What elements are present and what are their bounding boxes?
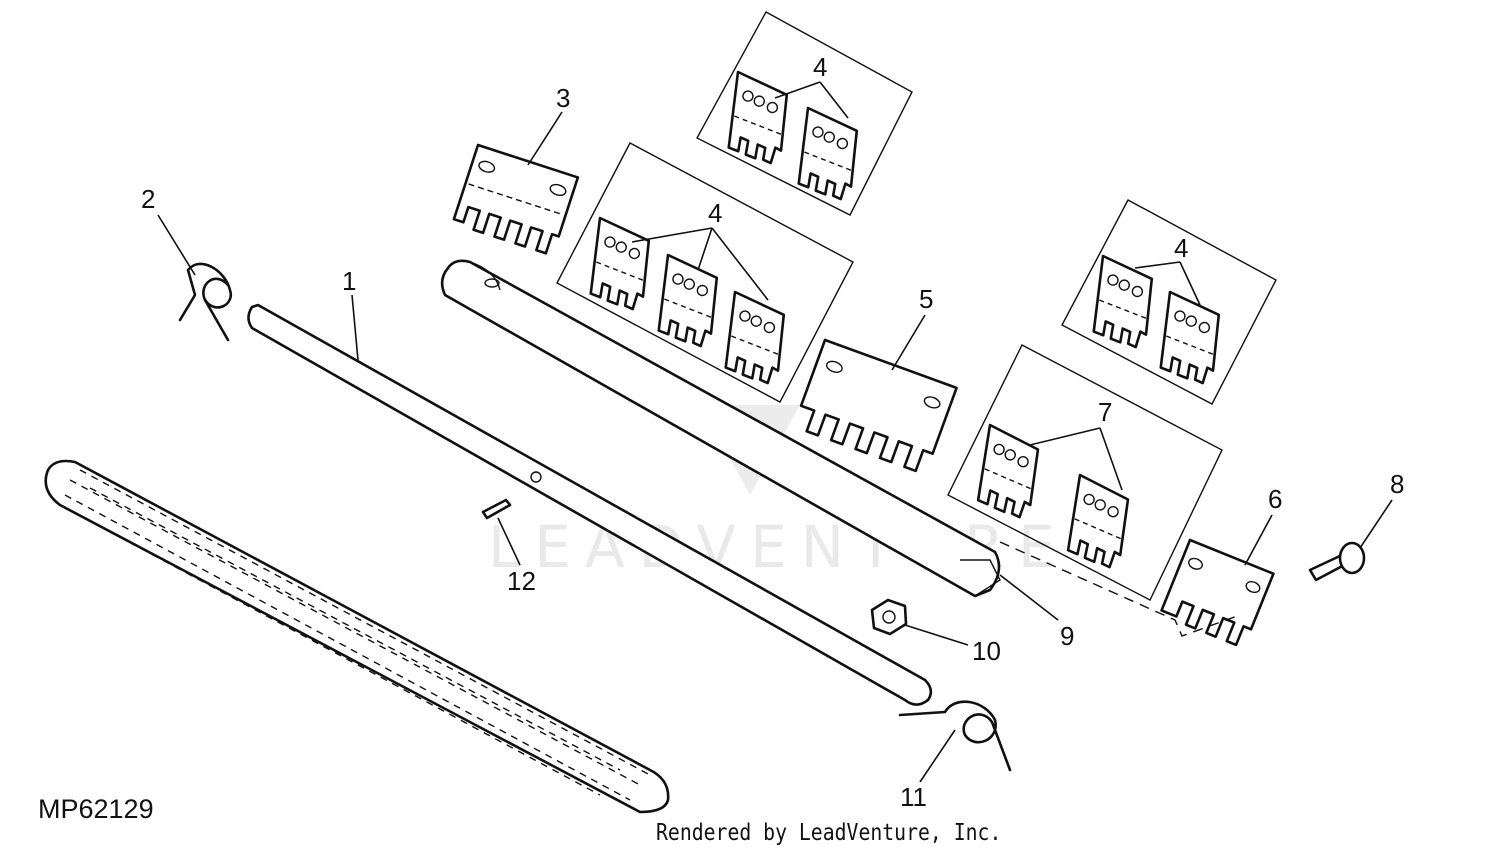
shaft — [247, 303, 933, 706]
plate-set-top — [696, 11, 913, 216]
nut — [870, 598, 908, 636]
callout-4-top: 4 — [813, 52, 827, 82]
bolt — [1308, 541, 1366, 582]
torsion-spring-right — [898, 700, 1012, 772]
callout-4-middle: 4 — [708, 198, 722, 228]
alignment-dashed-line — [999, 541, 1241, 637]
comb-plate-5 — [799, 338, 958, 473]
comb-plate-6 — [1160, 538, 1275, 647]
callout-11: 11 — [900, 782, 927, 812]
tube-bar — [440, 259, 1001, 598]
callout-8: 8 — [1390, 469, 1404, 499]
callout-2: 2 — [141, 184, 155, 214]
callout-9: 9 — [1060, 621, 1074, 651]
callout-7: 7 — [1098, 397, 1112, 427]
leader-lines — [157, 81, 1393, 783]
credit-text: Rendered by LeadVenture, Inc. — [656, 820, 1002, 846]
roll-pin — [481, 498, 512, 520]
callout-6: 6 — [1268, 484, 1282, 514]
rotor-drum — [44, 459, 670, 814]
plate-set-7 — [947, 344, 1223, 601]
torsion-spring-left — [178, 262, 233, 342]
plate-set-middle — [556, 142, 854, 403]
callout-5: 5 — [919, 284, 933, 314]
callout-3: 3 — [556, 83, 570, 113]
callout-4-right: 4 — [1174, 233, 1188, 263]
plate-set-right — [1061, 199, 1277, 405]
callout-12: 12 — [507, 566, 536, 596]
figure-id: MP62129 — [38, 794, 154, 824]
comb-plate-3 — [452, 143, 580, 255]
callout-10: 10 — [972, 636, 1001, 666]
callout-1: 1 — [342, 266, 356, 296]
